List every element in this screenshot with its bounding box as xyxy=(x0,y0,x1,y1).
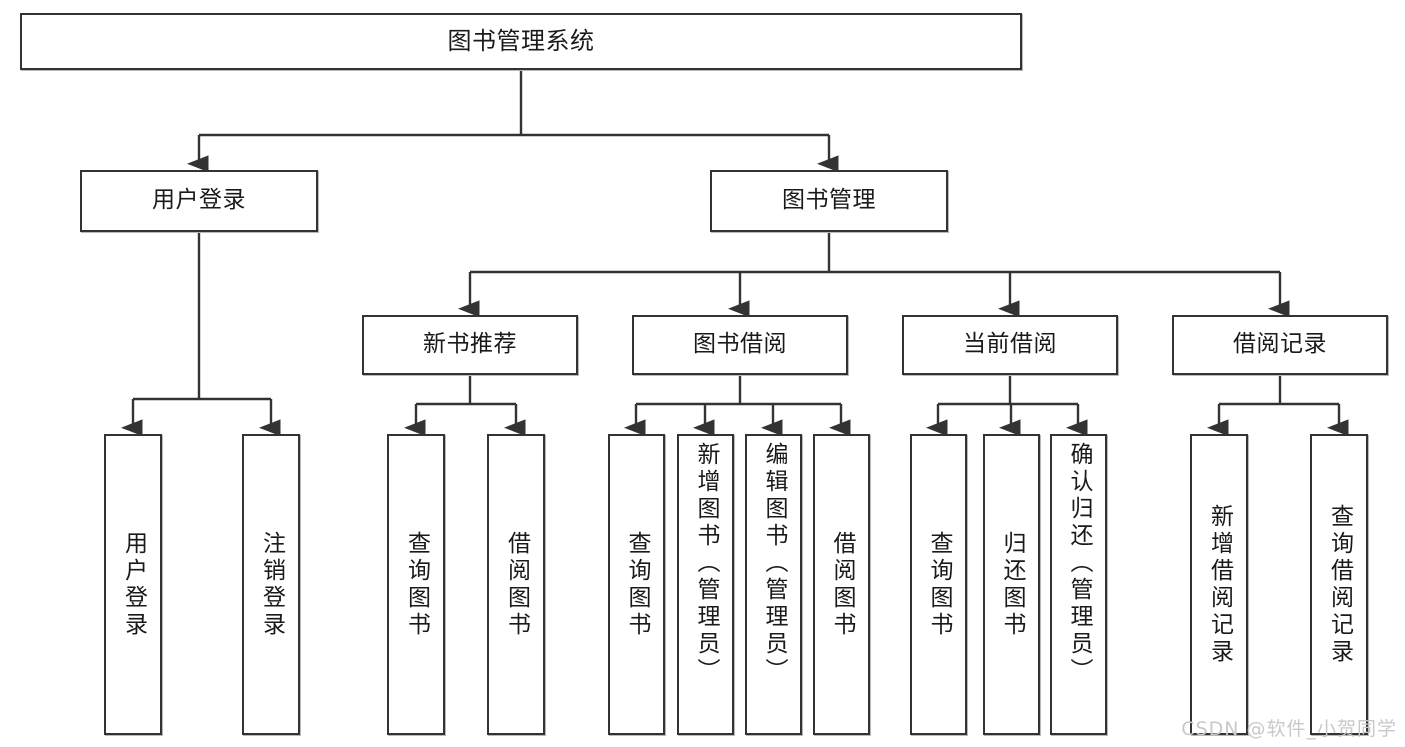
node-leaf-edit-book-label: 编辑图书（管理员） xyxy=(761,442,787,685)
node-leaf-add-book[interactable]: 新增图书（管理员） xyxy=(677,434,734,735)
node-new-book-recommend[interactable]: 新书推荐 xyxy=(362,315,578,375)
node-new-book-recommend-label: 新书推荐 xyxy=(423,331,517,358)
node-leaf-query-record[interactable]: 查询借阅记录 xyxy=(1310,434,1368,735)
node-leaf-query-book-2[interactable]: 查询图书 xyxy=(608,434,665,735)
node-leaf-query-book-3[interactable]: 查询图书 xyxy=(910,434,967,735)
node-borrow-record-label: 借阅记录 xyxy=(1233,331,1327,358)
node-leaf-query-record-label: 查询借阅记录 xyxy=(1326,503,1353,666)
node-leaf-logout-label: 注销登录 xyxy=(258,530,285,639)
node-user-login-label: 用户登录 xyxy=(152,187,246,214)
node-book-manage-label: 图书管理 xyxy=(782,187,876,214)
node-root[interactable]: 图书管理系统 xyxy=(20,13,1022,70)
node-leaf-add-book-label: 新增图书（管理员） xyxy=(693,442,719,685)
node-leaf-confirm-return[interactable]: 确认归还（管理员） xyxy=(1050,434,1107,735)
node-leaf-query-book-3-label: 查询图书 xyxy=(926,530,952,639)
node-leaf-borrow-book-2-label: 借阅图书 xyxy=(829,530,855,639)
node-leaf-borrow-book-2[interactable]: 借阅图书 xyxy=(813,434,870,735)
node-borrow-record[interactable]: 借阅记录 xyxy=(1172,315,1388,375)
node-leaf-logout[interactable]: 注销登录 xyxy=(242,434,300,735)
node-leaf-query-book-1-label: 查询图书 xyxy=(403,530,430,639)
node-leaf-edit-book[interactable]: 编辑图书（管理员） xyxy=(745,434,802,735)
node-leaf-query-book-2-label: 查询图书 xyxy=(624,530,650,639)
node-current-borrow-label: 当前借阅 xyxy=(963,331,1057,358)
node-leaf-borrow-book-1[interactable]: 借阅图书 xyxy=(487,434,545,735)
node-leaf-user-login[interactable]: 用户登录 xyxy=(104,434,162,735)
node-leaf-user-login-label: 用户登录 xyxy=(120,530,147,639)
node-leaf-query-book-1[interactable]: 查询图书 xyxy=(387,434,445,735)
node-book-manage[interactable]: 图书管理 xyxy=(710,170,948,232)
node-book-borrow-label: 图书借阅 xyxy=(693,331,787,358)
node-leaf-return-book[interactable]: 归还图书 xyxy=(983,434,1040,735)
node-leaf-add-record[interactable]: 新增借阅记录 xyxy=(1190,434,1248,735)
watermark: CSDN @软件_小贺同学 xyxy=(1181,718,1397,740)
node-leaf-add-record-label: 新增借阅记录 xyxy=(1206,503,1233,666)
node-current-borrow[interactable]: 当前借阅 xyxy=(902,315,1118,375)
node-book-borrow[interactable]: 图书借阅 xyxy=(632,315,848,375)
node-leaf-confirm-return-label: 确认归还（管理员） xyxy=(1066,442,1092,685)
node-root-label: 图书管理系统 xyxy=(447,27,595,56)
node-user-login[interactable]: 用户登录 xyxy=(80,170,318,232)
node-leaf-return-book-label: 归还图书 xyxy=(999,530,1025,639)
node-leaf-borrow-book-1-label: 借阅图书 xyxy=(503,530,530,639)
